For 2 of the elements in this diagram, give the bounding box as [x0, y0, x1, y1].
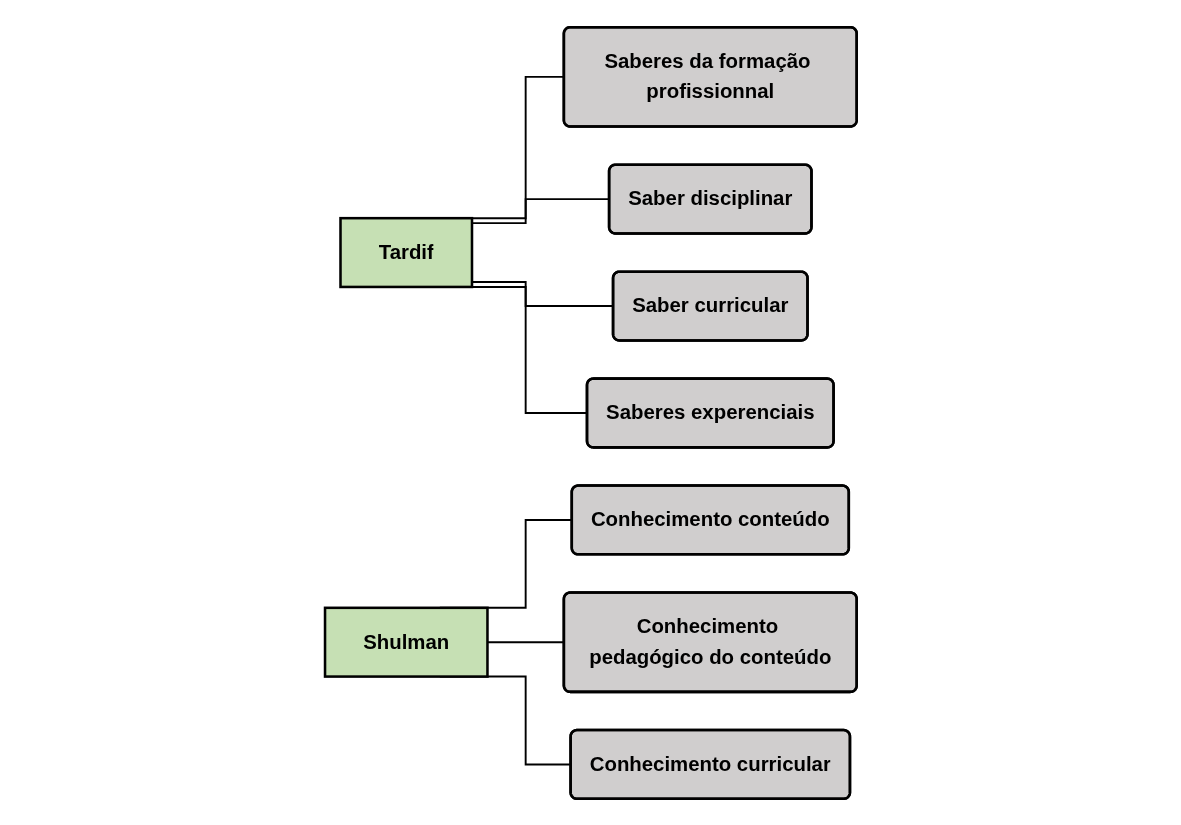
node-box: Shulman: [323, 606, 489, 678]
node-box: Tardif: [338, 216, 473, 288]
